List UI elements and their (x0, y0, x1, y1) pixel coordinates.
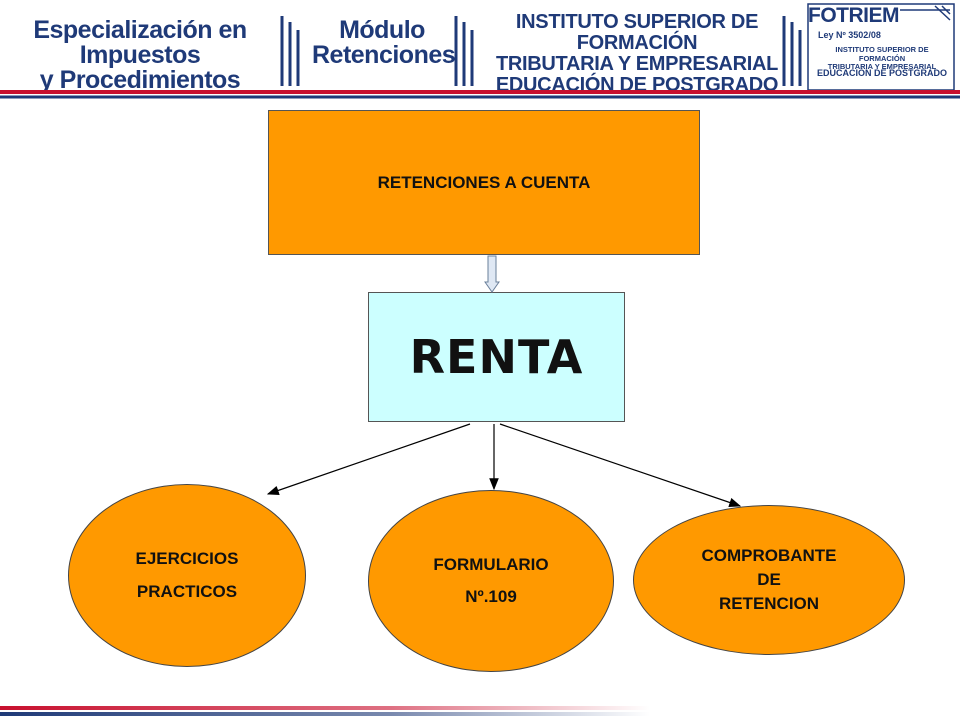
node-right-line2: DE (757, 570, 781, 590)
down-block-arrow (484, 255, 500, 293)
program-title-line2: y Procedimientos (39, 66, 241, 94)
logo-mark (900, 5, 951, 21)
logo-law: Ley Nº 3502/08 (818, 30, 881, 40)
arrow-to-comprobante (499, 423, 742, 508)
node-ejercicios-practicos: EJERCICIOS PRACTICOS (68, 484, 306, 667)
node-center-line1: FORMULARIO (433, 554, 549, 574)
header-decorations (0, 3, 960, 99)
institute-title-line1: INSTITUTO SUPERIOR DE FORMACIÓN (515, 11, 759, 54)
logo-education: EDUCACIÓN DE POSTGRADO (816, 68, 947, 78)
node-left-line2: PRACTICOS (136, 581, 238, 601)
node-center-line2: Nº.109 (465, 587, 517, 606)
logo-institute: INSTITUTO SUPERIOR DE FORMACIÓN TRIBUTAR… (812, 45, 952, 72)
arrow-to-ejercicios (266, 423, 471, 495)
module-title-line2: Retenciones (312, 41, 456, 69)
logo-title: FOTRIEM (808, 4, 900, 27)
institute-title-line2: TRIBUTARIA Y EMPRESARIAL (495, 53, 779, 75)
slide-header: Especialización en Impuestos y Procedimi… (0, 0, 960, 100)
logo-institute-line1: INSTITUTO SUPERIOR DE FORMACIÓN (835, 45, 929, 63)
node-left-line1: EJERCICIOS (135, 549, 239, 569)
node-formulario: FORMULARIO Nº.109 (368, 490, 614, 672)
node-right-line3: RETENCION (718, 593, 820, 613)
program-title-line1: Especialización en Impuestos (33, 16, 247, 69)
program-title: Especialización en Impuestos y Procedimi… (4, 18, 276, 93)
node-renta: RENTA (368, 292, 625, 422)
footer-rule-blue (0, 712, 650, 716)
module-title-line1: Módulo (339, 16, 425, 44)
logo-institute-line2: TRIBUTARIA Y EMPRESARIAL (827, 62, 937, 72)
node-comprobante-de-retencion: COMPROBANTE DE RETENCION (633, 505, 905, 655)
footer-rule-red (0, 706, 650, 710)
node-retenciones-a-cuenta: RETENCIONES A CUENTA (268, 110, 700, 255)
module-title: Módulo Retenciones (312, 16, 456, 69)
node-right-line1: COMPROBANTE (701, 546, 837, 566)
